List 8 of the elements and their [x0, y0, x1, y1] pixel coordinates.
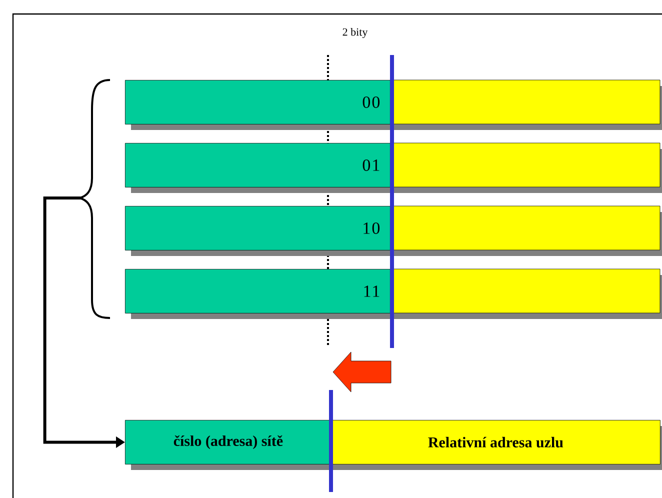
brace	[79, 79, 110, 319]
network-part-box: číslo (adresa) sítě	[125, 420, 332, 464]
address-row: 11	[125, 268, 662, 319]
address-row: 01	[125, 142, 662, 193]
address-row: 10	[125, 206, 662, 256]
address-row: 00	[125, 80, 662, 130]
bit-count-label: 2 bity	[342, 28, 368, 38]
host-part-box: Relativní adresa uzlu	[331, 420, 660, 464]
